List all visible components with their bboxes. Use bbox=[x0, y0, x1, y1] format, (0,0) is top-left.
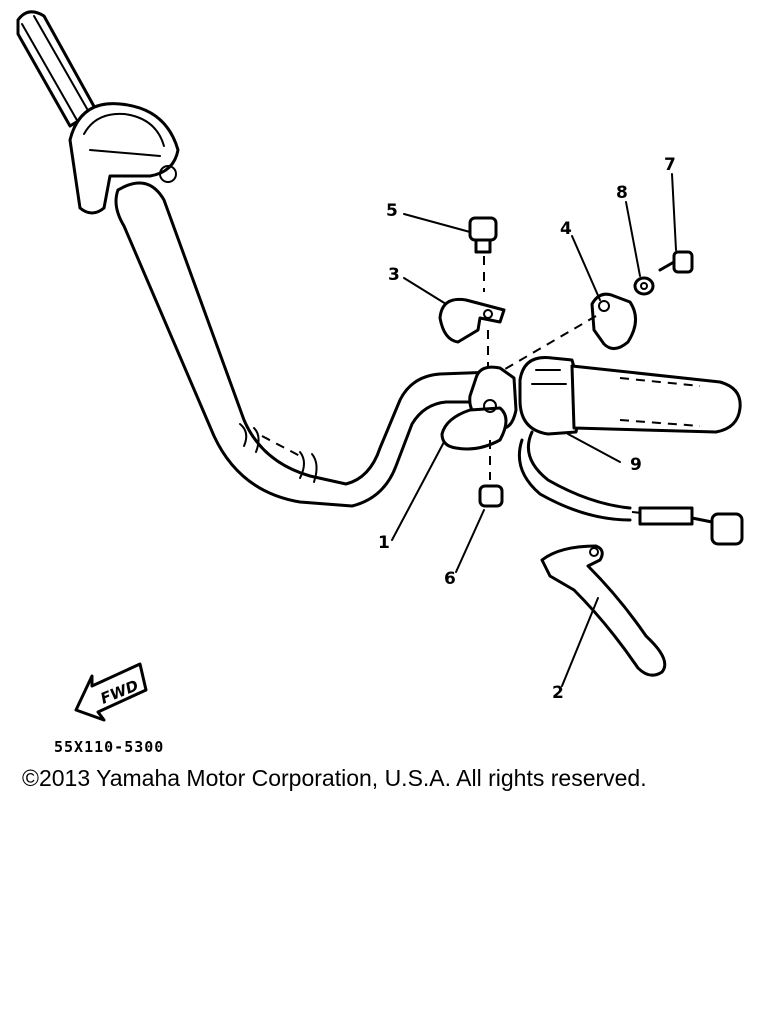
callout-8: 8 bbox=[616, 183, 628, 203]
part-9-switch-housing bbox=[518, 355, 581, 436]
part-5-bolt bbox=[468, 216, 498, 292]
cable bbox=[517, 430, 744, 546]
callout-3: 3 bbox=[388, 265, 400, 285]
callout-labels: 5 3 4 8 7 1 9 6 2 bbox=[378, 155, 676, 703]
right-grip bbox=[570, 364, 742, 434]
copyright-notice: ©2013 Yamaha Motor Corporation, U.S.A. A… bbox=[22, 765, 647, 791]
callout-2: 2 bbox=[552, 683, 564, 703]
callout-7: 7 bbox=[664, 155, 676, 175]
handlebar-parts-diagram: 5 3 4 8 7 1 9 6 2 FWD bbox=[16, 10, 744, 722]
callout-9: 9 bbox=[630, 455, 642, 475]
reference-code: 55X110-5300 bbox=[54, 738, 165, 756]
part-4-holder bbox=[499, 292, 637, 373]
callout-4: 4 bbox=[560, 219, 572, 239]
fwd-arrow-icon: FWD bbox=[74, 662, 148, 722]
part-6-nut bbox=[478, 484, 504, 508]
callout-5: 5 bbox=[386, 201, 398, 221]
handlebar-tube bbox=[114, 181, 496, 508]
part-2-lever bbox=[540, 544, 667, 677]
left-grip bbox=[16, 10, 98, 128]
callout-6: 6 bbox=[444, 569, 456, 589]
callout-1: 1 bbox=[378, 533, 390, 553]
part-1-lever-holder bbox=[440, 365, 518, 480]
throttle-housing bbox=[68, 102, 180, 215]
leader-lines bbox=[391, 173, 677, 687]
part-7-screw bbox=[658, 250, 694, 274]
part-8-washer bbox=[633, 276, 655, 296]
